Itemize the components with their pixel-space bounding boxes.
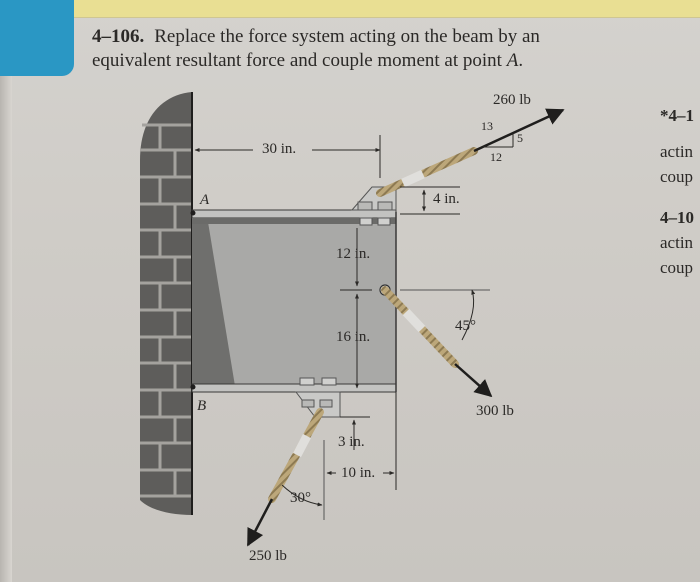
point-a-label: A (200, 192, 210, 208)
angle-30-label: 30° (290, 490, 311, 506)
bottom-cable (246, 408, 325, 547)
slope-12-label: 12 (490, 150, 502, 164)
beam (190, 209, 397, 393)
force-300-label: 300 lb (476, 403, 514, 419)
dim-10in-label: 10 in. (341, 465, 376, 481)
force-250-label: 250 lb (249, 548, 287, 564)
dim-12in-label: 12 in. (336, 246, 371, 262)
side-problem-1-number: *4–1 (660, 106, 694, 125)
bottom-bracket (294, 377, 341, 418)
dim-30in-label: 30 in. (262, 141, 297, 157)
page-edge (0, 76, 12, 582)
problem-text-line1: Replace the force system acting on the b… (154, 26, 540, 47)
yellow-sticky-note (72, 0, 700, 18)
problem-point-label: A (506, 50, 519, 71)
side-problem-1-line1: actin (660, 142, 694, 161)
dim-3in-label: 3 in. (338, 434, 365, 450)
dim-4in-label: 4 in. (433, 191, 460, 207)
problem-number: 4–106. (92, 26, 145, 47)
blue-sticky-note (0, 0, 74, 76)
point-b-label: B (197, 398, 207, 414)
slope-13-label: 13 (481, 119, 493, 133)
problem-statement: 4–106. Replace the force system acting on… (92, 25, 612, 73)
side-problem-1-line2: coup (660, 167, 694, 186)
dim-16in-label: 16 in. (336, 329, 371, 345)
problem-period: . (518, 50, 524, 71)
top-cable (376, 108, 565, 197)
middle-cable (340, 284, 493, 398)
problem-text-line2: equivalent resultant force and couple mo… (92, 50, 507, 71)
force-260-label: 260 lb (493, 92, 531, 108)
slope-5-label: 5 (517, 131, 523, 145)
side-problem-2-line1: actin (660, 233, 694, 252)
brick-wall (140, 92, 193, 515)
side-problem-2-line2: coup (660, 258, 694, 277)
side-problem-2-number: 4–10 (660, 208, 694, 227)
dimension-lines (194, 135, 460, 490)
angle-45-label: 45° (455, 318, 476, 334)
